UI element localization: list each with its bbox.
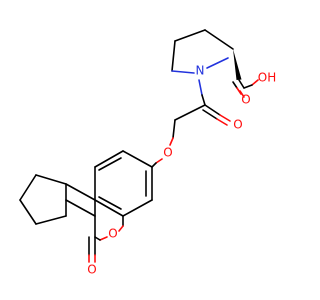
bond-c-oh-b bbox=[243, 84, 253, 89]
bond-c8a-o-b bbox=[118, 225, 124, 232]
bond-carbonyl-c bbox=[236, 87, 242, 95]
bond-c5-c6 bbox=[19, 174, 37, 201]
bond-co-o-b bbox=[219, 114, 231, 122]
bond-o-c7 bbox=[155, 158, 163, 164]
bond-c8a-c4b bbox=[94, 199, 124, 217]
bond-c5-n bbox=[171, 70, 195, 74]
amide-oxygen-label: O bbox=[233, 118, 242, 132]
bond-co-o-c bbox=[202, 109, 218, 120]
pyrrolidine-ring bbox=[171, 29, 234, 74]
bond-c4-c5 bbox=[171, 40, 176, 72]
bond-c2-c3 bbox=[204, 29, 234, 50]
bond-c4a-c5 bbox=[35, 174, 67, 185]
bond-n-co-b bbox=[201, 94, 206, 106]
nitrogen-label: N bbox=[196, 64, 205, 78]
bond-c7-c3a bbox=[35, 215, 67, 225]
bond-c3-c4 bbox=[174, 29, 206, 42]
bond-c6-c7 bbox=[19, 199, 37, 225]
bond-o-c2-b bbox=[94, 236, 101, 241]
amide-linker bbox=[169, 79, 231, 146]
bond-ch2-o-b bbox=[169, 137, 174, 146]
bond-c6-c7 bbox=[122, 150, 153, 168]
bond-c4-c4a bbox=[65, 183, 96, 201]
pyranone-ring bbox=[65, 183, 124, 263]
bond-c8-c8a bbox=[122, 199, 153, 217]
bond-n-c2 bbox=[206, 57, 229, 69]
bond-carbonyl-b bbox=[232, 81, 238, 89]
benzene-ring bbox=[94, 150, 163, 217]
bond-c-oh bbox=[251, 79, 259, 86]
acid-carbonyl-oxygen-label: O bbox=[241, 93, 250, 107]
ether-oxygen-label: O bbox=[163, 146, 172, 160]
carboxylic-acid-group bbox=[232, 49, 259, 98]
bond-carbonyl-a bbox=[239, 90, 245, 98]
stereo-wedge-bond bbox=[233, 49, 242, 80]
bond-c-cooh bbox=[238, 79, 245, 89]
bond-c8a-c4b-inner bbox=[98, 196, 122, 210]
cyclopentane-ring bbox=[19, 174, 67, 225]
bond-n-co bbox=[198, 79, 203, 96]
bond-ch2-o bbox=[172, 119, 176, 139]
structure-diagram: N O OH O O O O bbox=[19, 29, 276, 277]
ring-oxygen-label: O bbox=[108, 227, 117, 241]
bond-c5-c6-inner bbox=[98, 157, 122, 171]
bond-o-c7-b bbox=[151, 162, 157, 168]
bond-co-o-a bbox=[204, 104, 221, 116]
bond-o-c2 bbox=[99, 236, 108, 241]
acid-hydroxyl-label: OH bbox=[258, 71, 276, 85]
lactone-oxygen-label: O bbox=[87, 263, 96, 277]
bond-co-ch2 bbox=[174, 104, 206, 121]
bond-co-o-d bbox=[216, 118, 228, 126]
bond-c5-c6 bbox=[94, 150, 124, 168]
bond-c3-c3a bbox=[65, 199, 96, 217]
